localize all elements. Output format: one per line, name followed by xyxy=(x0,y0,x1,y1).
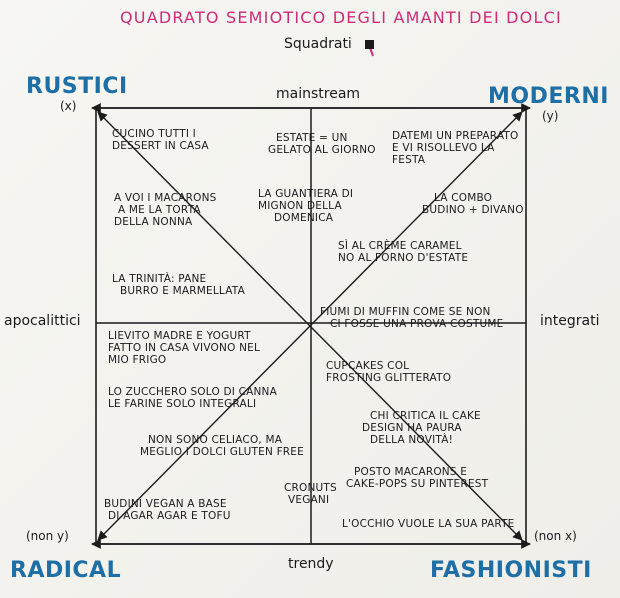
corner-tag-moderni: (y) xyxy=(542,109,559,123)
axis-label-top: mainstream xyxy=(276,86,361,102)
corner-label-rustici: RUSTICI xyxy=(26,74,128,99)
axis-label-right: integrati xyxy=(540,313,600,329)
page-title: QUADRATO SEMIOTICO DEGLI AMANTI DEI DOLC… xyxy=(120,8,562,27)
corner-tag-rustici: (x) xyxy=(60,99,77,113)
page-subtitle: Squadrati xyxy=(284,36,352,52)
corner-tag-fashionisti: (non x) xyxy=(534,529,577,543)
corner-tag-radical: (non y) xyxy=(26,529,69,543)
cursor-block xyxy=(365,40,374,49)
corner-label-radical: RADICAL xyxy=(10,558,122,583)
axis-label-left: apocalittici xyxy=(4,313,81,329)
corner-label-fashionisti: FASHIONISTI xyxy=(430,558,592,583)
diagonal-moderni-radical xyxy=(97,111,523,541)
note-occhio-vuole: L'OCCHIO VUOLE LA SUA PARTE xyxy=(342,518,515,530)
axis-label-bottom: trendy xyxy=(288,556,334,572)
corner-label-moderni: MODERNI xyxy=(488,84,609,109)
